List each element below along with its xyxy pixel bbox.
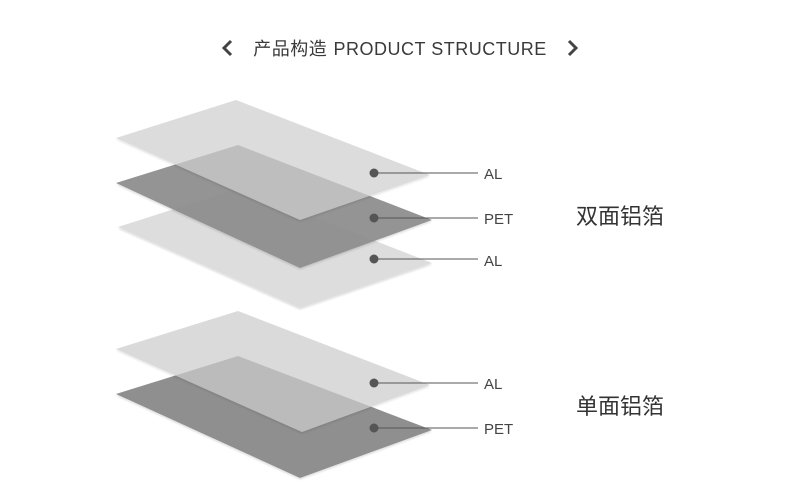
page-title: 产品构造 PRODUCT STRUCTURE xyxy=(253,35,546,61)
title-cn: 产品构造 xyxy=(253,39,328,60)
layer-al-top xyxy=(116,100,430,220)
double-foil-name: 双面铝箔 xyxy=(576,205,664,230)
chevron-left-icon[interactable] xyxy=(217,37,239,59)
chevron-right-icon[interactable] xyxy=(561,37,583,59)
title-en: PRODUCT STRUCTURE xyxy=(333,39,547,59)
layer-label: AL xyxy=(484,376,502,393)
double-foil-group: AL PET AL 双面铝箔 xyxy=(116,100,664,308)
layer-label: PET xyxy=(484,211,513,228)
leader-line xyxy=(369,423,478,433)
layer-label: AL xyxy=(484,253,502,270)
single-foil-group: AL PET 单面铝箔 xyxy=(116,311,664,478)
leader-line xyxy=(369,168,478,178)
layer-label: PET xyxy=(484,421,513,438)
leader-line xyxy=(369,254,478,264)
layer-al-top xyxy=(116,311,430,432)
leader-line xyxy=(369,213,478,223)
single-foil-name: 单面铝箔 xyxy=(576,395,664,420)
header: 产品构造 PRODUCT STRUCTURE xyxy=(0,34,800,62)
leader-line xyxy=(369,378,478,388)
layer-label: AL xyxy=(484,166,502,183)
